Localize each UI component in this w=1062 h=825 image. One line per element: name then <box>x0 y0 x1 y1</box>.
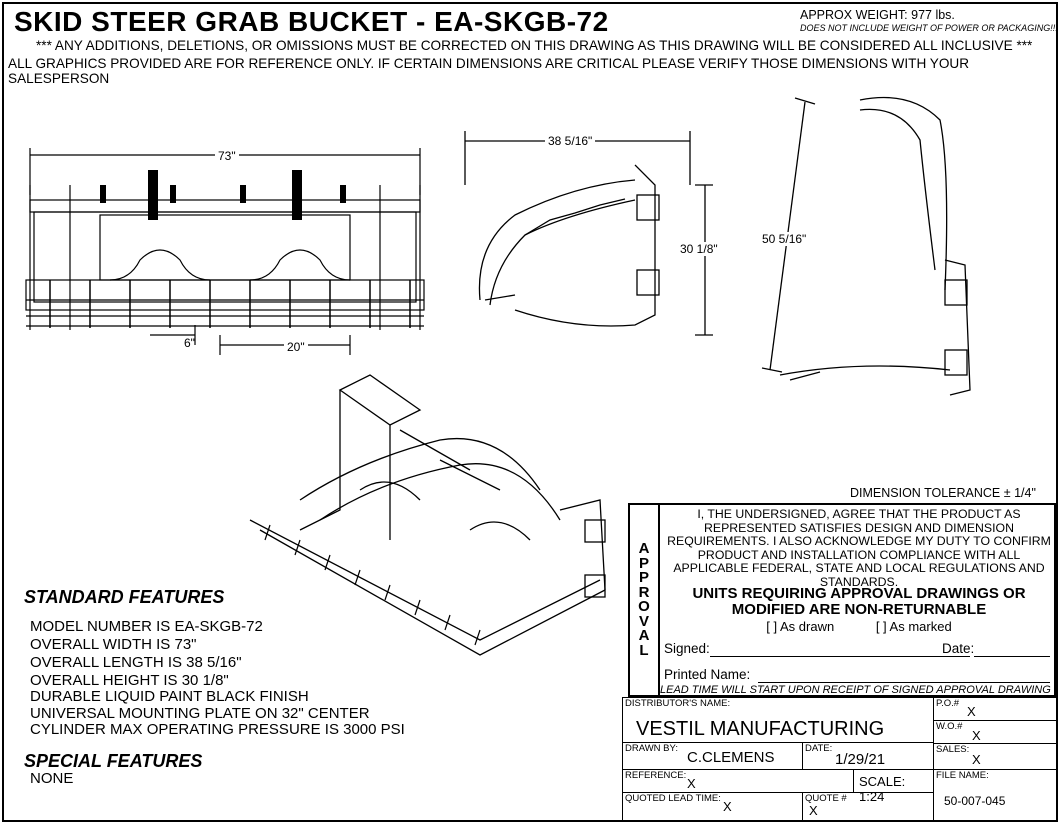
side-length-label: 38 5/16" <box>545 134 596 148</box>
approval-options: [ ] As drawn [ ] As marked <box>664 619 1054 634</box>
file-name-cell: FILE NAME: 50-007-045 <box>933 769 1058 821</box>
reference-label: REFERENCE: <box>625 770 687 781</box>
approval-letter: P <box>638 569 649 586</box>
approval-letter: P <box>638 554 649 572</box>
drawn-by-label: DRAWN BY: <box>625 743 678 754</box>
sales-label: SALES: <box>936 744 970 755</box>
approval-statement: I, THE UNDERSIGNED, AGREE THAT THE PRODU… <box>667 507 1051 589</box>
feature-item: MODEL NUMBER IS EA-SKGB-72 <box>30 618 263 635</box>
approval-letter: R <box>638 583 650 601</box>
as-drawn-option[interactable]: [ ] As drawn <box>766 619 835 634</box>
lead-time-label: QUOTED LEAD TIME: <box>625 793 721 804</box>
printed-name-label: Printed Name: <box>664 667 751 682</box>
feature-item: CYLINDER MAX OPERATING PRESSURE IS 3000 … <box>30 721 405 738</box>
po-cell: P.O.# X <box>933 697 1058 721</box>
sales-cell: SALES: X <box>933 743 1058 770</box>
as-marked-option[interactable]: [ ] As marked <box>875 619 952 634</box>
po-label: P.O.# <box>936 698 960 709</box>
tine-spacing-label: 6" <box>184 336 195 350</box>
approval-letter: A <box>638 540 650 557</box>
distributor-cell: DISTRIBUTOR'S NAME: VESTIL MANUFACTURING <box>622 697 934 743</box>
po-value: X <box>967 704 976 719</box>
drawn-by-value: C.CLEMENS <box>687 749 775 766</box>
special-feature-item: NONE <box>30 770 74 787</box>
lead-time-note: LEAD TIME WILL START UPON RECEIPT OF SIG… <box>660 684 1051 696</box>
feature-item: OVERALL WIDTH IS 73" <box>30 636 197 653</box>
front-width-label: 73" <box>215 149 239 163</box>
approval-letter: A <box>638 627 650 644</box>
wo-label: W.O.# <box>936 721 963 732</box>
quote-cell: QUOTE # X <box>802 792 934 821</box>
approx-weight: APPROX WEIGHT: 977 lbs. <box>800 8 955 22</box>
printed-name-field[interactable] <box>758 682 1050 683</box>
feature-item: DURABLE LIQUID PAINT BLACK FINISH <box>30 688 309 705</box>
date-label: Date: <box>942 641 975 656</box>
side-view-drawing <box>464 131 713 336</box>
feature-item: OVERALL LENGTH IS 38 5/16" <box>30 654 242 671</box>
lead-time-cell: QUOTED LEAD TIME: X <box>622 792 803 821</box>
distributor-value: VESTIL MANUFACTURING <box>636 718 885 740</box>
weight-note: DOES NOT INCLUDE WEIGHT OF POWER OR PACK… <box>800 23 1058 33</box>
quote-value: X <box>809 803 818 818</box>
lead-time-value: X <box>723 799 732 814</box>
reference-cell: REFERENCE: X <box>622 769 854 793</box>
open-height-label: 50 5/16" <box>762 232 807 246</box>
quote-label: QUOTE # <box>805 793 847 804</box>
drawing-title: SKID STEER GRAB BUCKET - EA-SKGB-72 <box>14 6 609 37</box>
non-returnable-warning: UNITS REQUIRING APPROVAL DRAWINGS OR MOD… <box>692 585 1026 618</box>
center-spacing-label: 20" <box>284 340 308 354</box>
reference-value: X <box>687 776 696 791</box>
approval-letter: L <box>639 641 649 659</box>
drawn-by-cell: DRAWN BY: C.CLEMENS <box>622 742 803 770</box>
wo-cell: W.O.# X <box>933 720 1058 744</box>
inclusive-note: *** ANY ADDITIONS, DELETIONS, OR OMISSIO… <box>36 38 1033 53</box>
approval-letter: V <box>638 612 649 630</box>
scale-cell: SCALE: 1:24 <box>853 769 934 804</box>
front-view-drawing <box>25 148 425 355</box>
dimension-tolerance: DIMENSION TOLERANCE ± 1/4" <box>850 486 1036 500</box>
reference-note: ALL GRAPHICS PROVIDED ARE FOR REFERENCE … <box>8 56 970 86</box>
special-features-heading: SPECIAL FEATURES <box>24 751 203 771</box>
distributor-label: DISTRIBUTOR'S NAME: <box>625 698 731 709</box>
signature-field[interactable] <box>710 656 970 657</box>
feature-item: OVERALL HEIGHT IS 30 1/8" <box>30 672 229 689</box>
standard-features-heading: STANDARD FEATURES <box>24 587 225 607</box>
date-cell: DATE: 1/29/21 <box>802 742 934 770</box>
approval-letter: O <box>638 598 650 615</box>
date-field[interactable] <box>974 656 1050 657</box>
file-name-label: FILE NAME: <box>936 770 989 781</box>
side-height-label: 30 1/8" <box>680 242 718 256</box>
file-name-value: 50-007-045 <box>944 794 1006 808</box>
date-cell-value: 1/29/21 <box>835 751 886 768</box>
feature-item: UNIVERSAL MOUNTING PLATE ON 32" CENTER <box>30 705 370 722</box>
date-cell-label: DATE: <box>805 743 833 754</box>
wo-value: X <box>972 728 981 743</box>
signed-label: Signed: <box>664 641 710 656</box>
isometric-view-drawing <box>249 374 606 656</box>
sales-value: X <box>972 752 981 767</box>
